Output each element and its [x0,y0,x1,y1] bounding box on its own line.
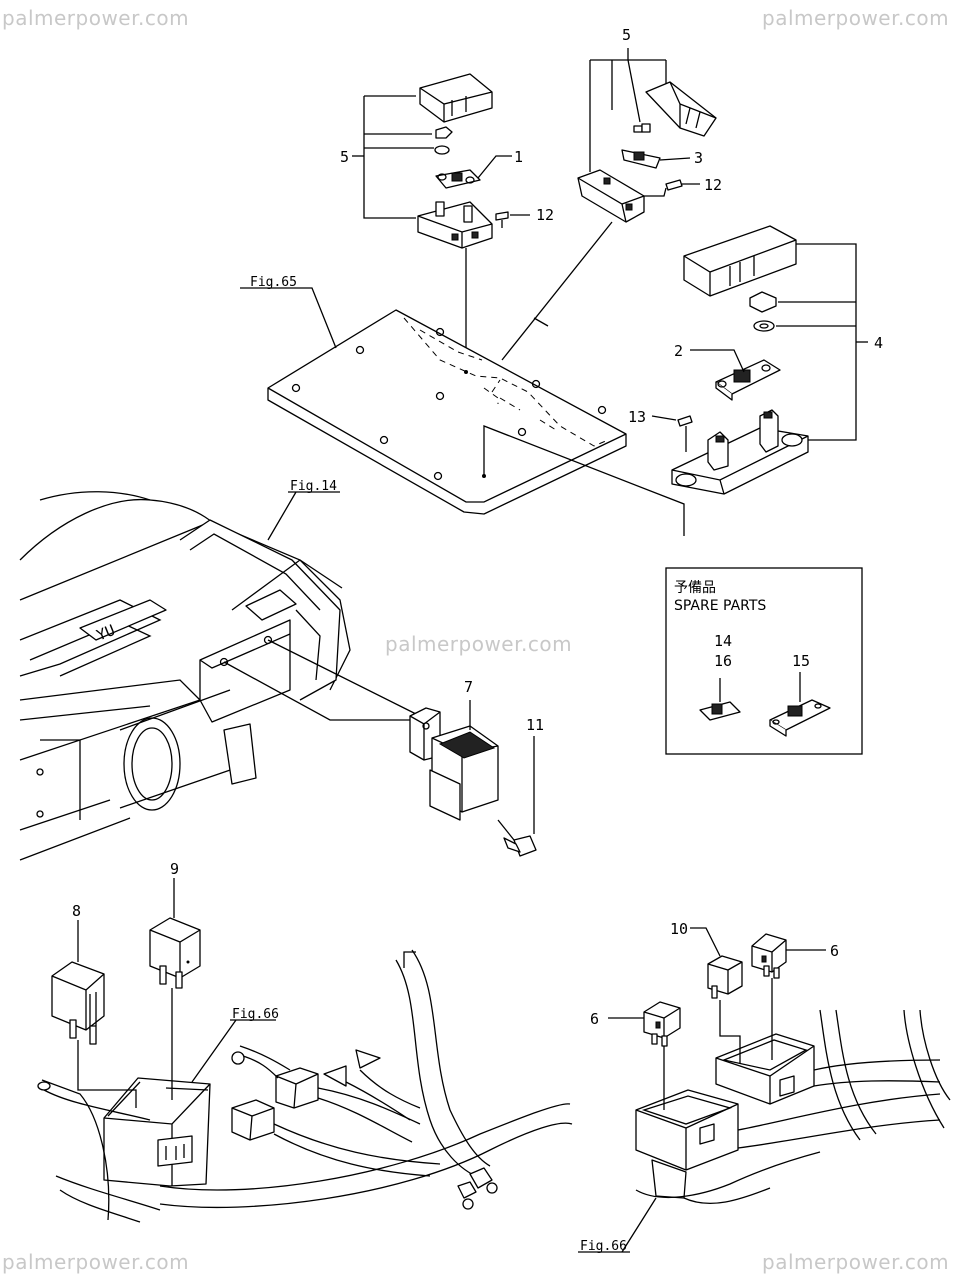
callout-13: 13 [628,408,646,426]
callout-6-right: 6 [830,942,839,960]
fig-ref-14: Fig.14 [290,479,337,494]
watermark-top-right: palmerpower.com [762,6,950,30]
spare-parts-title-en: SPARE PARTS [674,598,766,614]
callout-12-left: 12 [536,206,554,224]
mounting-plate [240,287,685,536]
engine-body [19,491,421,861]
spare-parts-box [665,567,863,755]
callout-2: 2 [674,342,683,360]
callout-10: 10 [670,920,688,938]
relay-7-assembly [409,700,537,857]
fig-ref-65: Fig.65 [250,275,297,290]
callout-11: 11 [526,716,544,734]
callout-15: 15 [792,652,810,670]
relay-6-10-sockets [578,927,951,1253]
watermark-top-left: palmerpower.com [2,6,190,30]
fig-ref-66-right: Fig.66 [580,1239,627,1254]
callout-12-right: 12 [704,176,722,194]
spare-parts-title-jp: 予備品 [674,580,716,596]
watermark-bottom-left: palmerpower.com [2,1250,190,1274]
callout-14: 14 [714,632,732,650]
watermark-center: palmerpower.com [385,632,573,656]
callout-9: 9 [170,860,179,878]
callout-5-top: 5 [622,26,631,44]
watermark-bottom-right: palmerpower.com [762,1250,950,1274]
callout-8: 8 [72,902,81,920]
fuse-holder-assembly-right [651,225,868,495]
callout-7: 7 [464,678,473,696]
callout-16: 16 [714,652,732,670]
callout-5-left: 5 [340,148,349,166]
fuse-holder-assembly-left [352,73,530,372]
callout-6-left: 6 [590,1010,599,1028]
callout-3: 3 [694,149,703,167]
fig-ref-66-left: Fig.66 [232,1007,279,1022]
engine-plate-text: YU [94,621,117,644]
callout-4: 4 [874,334,883,352]
relay-8-9-harness [37,878,573,1223]
callout-1: 1 [514,148,523,166]
fuse-holder-assembly-top [501,48,717,361]
